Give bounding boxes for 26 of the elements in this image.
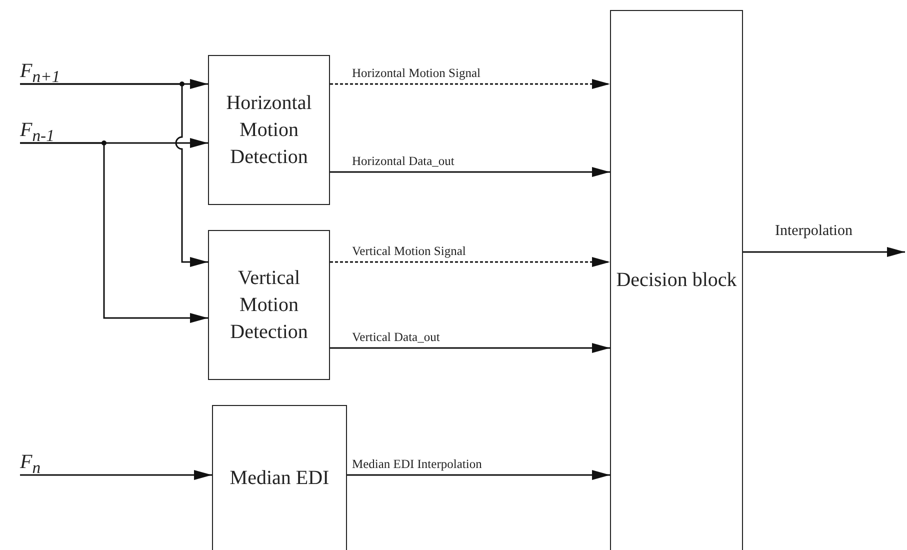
- arrow: [20, 83, 208, 267]
- edge-label: Vertical Data_out: [352, 330, 440, 345]
- signal-label: F$_{n-1}$: [20, 121, 70, 143]
- arrow: [330, 167, 610, 177]
- process-box: [610, 10, 743, 550]
- process-box: [208, 55, 330, 205]
- edge-label: Horizontal Data_out: [352, 154, 454, 169]
- box-label: Median EDI: [230, 466, 330, 490]
- process-box: [212, 405, 347, 550]
- edge-label: Vertical Motion Signal: [352, 244, 466, 259]
- arrow: [20, 470, 212, 480]
- process-box: [208, 230, 330, 380]
- edge-label: Horizontal Motion Signal: [352, 66, 480, 81]
- box-label: Decision block: [616, 268, 737, 293]
- arrow: [330, 343, 610, 353]
- arrow: [347, 470, 610, 480]
- box-label: Vertical Motion Detection: [229, 266, 309, 344]
- signal-label: F$_{n+1}$: [20, 62, 70, 84]
- box-label: Horizontal Motion Detection: [225, 90, 313, 170]
- arrow: [743, 247, 905, 257]
- arrow: [330, 79, 610, 89]
- arrow: [330, 257, 610, 267]
- signal-label: F$_{n}$: [20, 453, 60, 475]
- edge-label: Interpolation: [775, 223, 852, 240]
- edge-label: Median EDI Interpolation: [352, 457, 482, 472]
- arrow: [20, 142, 208, 323]
